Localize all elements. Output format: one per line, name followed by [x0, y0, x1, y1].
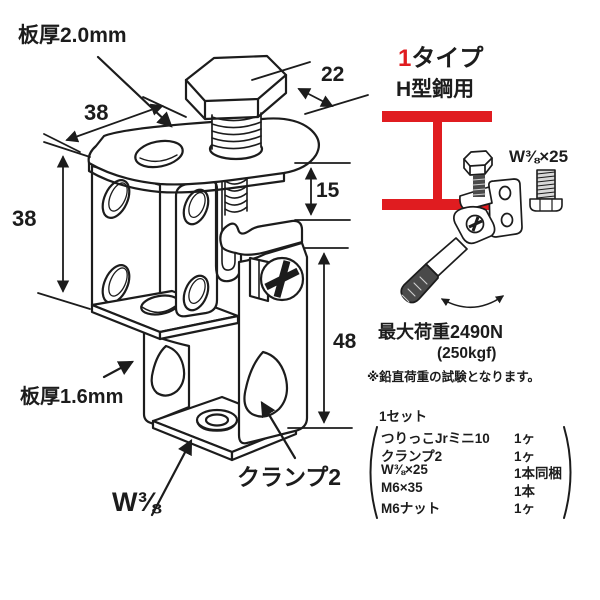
extension-line [43, 141, 91, 158]
channel-inner-plate [174, 179, 219, 318]
type-suffix: タイプ [411, 45, 484, 72]
set-item-name: つりっこJrミニ10 [381, 431, 490, 446]
pointer-plate-top [96, 55, 173, 128]
mini-clamp-icon [400, 150, 523, 309]
set-item-qty: 1本 [514, 483, 536, 499]
swing-arc-arrow [440, 295, 505, 309]
set-item-qty: 1本同梱 [514, 466, 563, 481]
dim-width-label: 22 [321, 63, 345, 86]
type-number: 1 [398, 45, 412, 72]
plate-thickness-bottom-label: 板厚1.6mm [20, 386, 124, 408]
extension-line [142, 96, 187, 118]
dim-arrow-width [297, 88, 334, 107]
pointer-bolt-size [150, 438, 193, 517]
list-parentheses [369, 426, 572, 519]
dim-depth-label: 38 [84, 100, 109, 125]
plate-thickness-top-label: 板厚2.0mm [18, 24, 127, 47]
pointer-plate-bottom [102, 360, 135, 379]
clamp-name-label: クランプ2 [237, 464, 342, 490]
pointer-clamp [260, 401, 297, 460]
dim-gap-label: 15 [316, 179, 340, 202]
extension-line [43, 133, 81, 153]
dim-arrow-depth [65, 103, 164, 143]
open-paren [369, 426, 378, 519]
clamp-drawing [87, 54, 321, 462]
clamp-jaw [219, 219, 305, 303]
close-paren [563, 426, 572, 519]
threaded-rod [224, 176, 248, 216]
h-beam-icon [382, 111, 492, 210]
included-bolt-label: W⅜×25 [509, 147, 569, 166]
extension-line [304, 94, 369, 115]
set-item-name: クランプ2 [381, 448, 443, 464]
set-item-name: M6ナット [381, 501, 441, 516]
set-item-qty: 1ヶ [514, 431, 536, 446]
dim-height-label: 38 [12, 206, 37, 231]
hex-bolt [184, 54, 288, 150]
load-test-note: ※鉛直荷重の試験となります。 [367, 370, 541, 384]
set-title: 1セット [379, 409, 428, 424]
dimension-lines [37, 61, 369, 429]
extension-line [251, 61, 311, 81]
dim-drop-label: 48 [333, 330, 357, 353]
pointer-arrows [96, 55, 297, 517]
channel-left-face [90, 164, 162, 334]
max-load-kgf-label: (250kgf) [437, 345, 497, 362]
beam-usage-label: H型鋼用 [396, 78, 475, 101]
set-item-qty: 1ヶ [514, 448, 536, 464]
max-load-label: 最大荷重2490N [378, 322, 504, 342]
type-title: 1タイプ [398, 45, 483, 73]
set-item-qty: 1ヶ [514, 501, 536, 516]
set-item-name: M6×35 [381, 479, 423, 495]
bolt-icon [529, 169, 563, 212]
set-item-name: W⅜×25 [381, 462, 428, 477]
extension-line [37, 292, 91, 310]
bolt-size-label: W⅜ [112, 487, 161, 517]
